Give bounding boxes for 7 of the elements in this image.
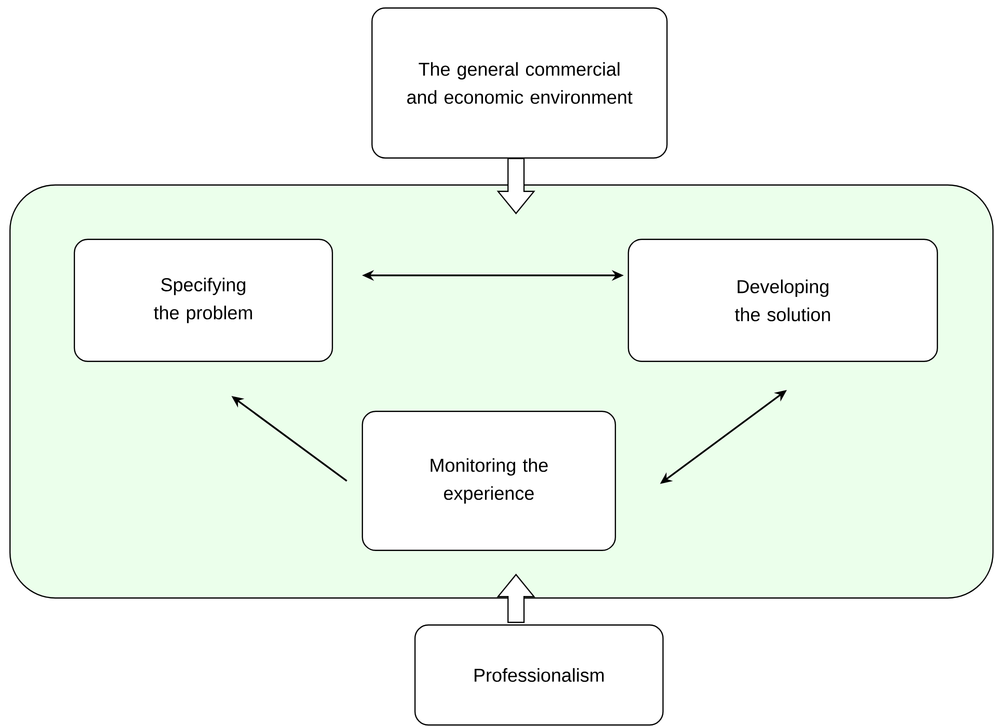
process-box: Developing the solution [628, 238, 938, 362]
process-box: Specifying the problem [74, 238, 333, 362]
process-box: Professionalism [414, 624, 664, 726]
process-box: Monitoring the experience [362, 410, 616, 551]
process-box: The general commercial and economic environment [371, 7, 668, 159]
block-arrow [496, 158, 536, 214]
block-arrow [496, 574, 536, 623]
